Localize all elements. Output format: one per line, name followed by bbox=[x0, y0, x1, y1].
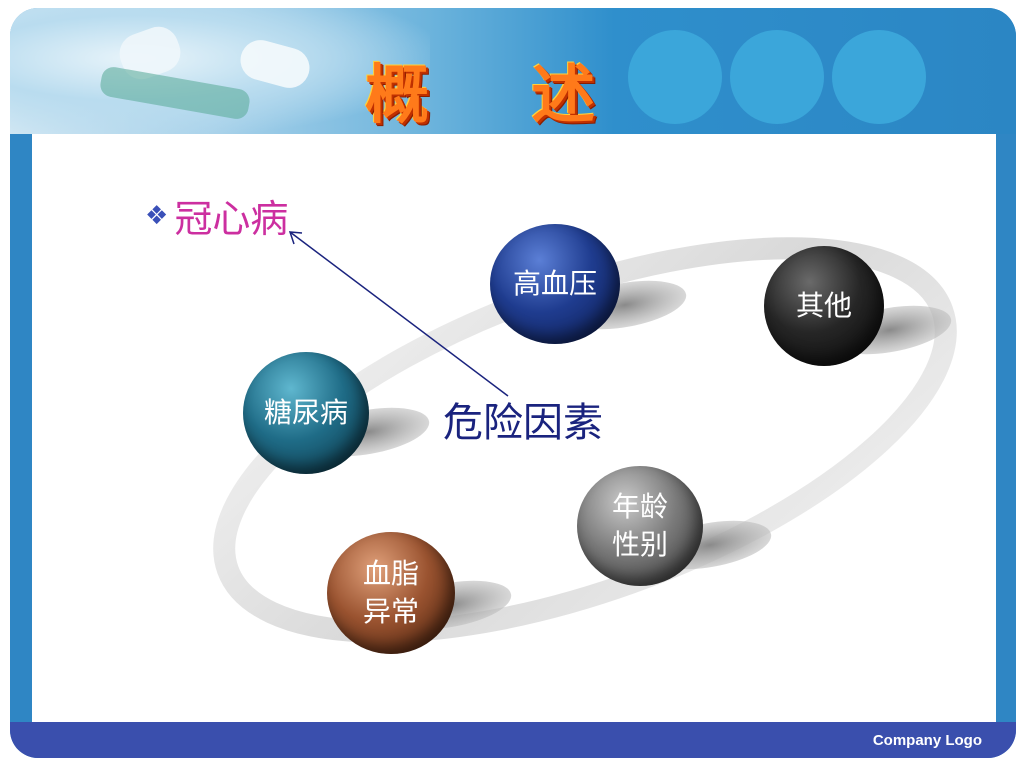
factor-ball-diabetes: 糖尿病 bbox=[243, 352, 369, 474]
decor-circle bbox=[730, 30, 824, 124]
diamond-bullet-icon: ❖ bbox=[145, 200, 169, 231]
center-label: 危险因素 bbox=[443, 400, 603, 446]
arrow-line bbox=[289, 231, 509, 397]
decor-circle bbox=[832, 30, 926, 124]
factor-ball-dyslipidemia: 血脂 异常 bbox=[327, 532, 455, 654]
arrow-head bbox=[288, 231, 303, 245]
footer-bar: Company Logo bbox=[10, 722, 1016, 758]
factor-ball-hypertension: 高血压 bbox=[490, 224, 620, 344]
factor-ball-age-gender: 年龄 性别 bbox=[577, 466, 703, 586]
company-logo-text: Company Logo bbox=[872, 732, 982, 749]
factor-label: 年龄 性别 bbox=[611, 490, 668, 561]
header-banner: 概 述 bbox=[10, 8, 1016, 134]
decor-circle bbox=[628, 30, 722, 124]
factor-ball-other: 其他 bbox=[764, 246, 884, 366]
factor-label: 糖尿病 bbox=[263, 396, 348, 429]
factor-label: 高血压 bbox=[512, 267, 597, 300]
slide-title: 概 述 bbox=[365, 58, 636, 133]
surgery-photo bbox=[10, 8, 430, 134]
factor-label: 血脂 异常 bbox=[362, 557, 419, 628]
bullet-text: 冠心病 bbox=[174, 197, 289, 241]
bullet-item: ❖ 冠心病 bbox=[145, 188, 288, 243]
factor-label: 其他 bbox=[795, 289, 852, 322]
